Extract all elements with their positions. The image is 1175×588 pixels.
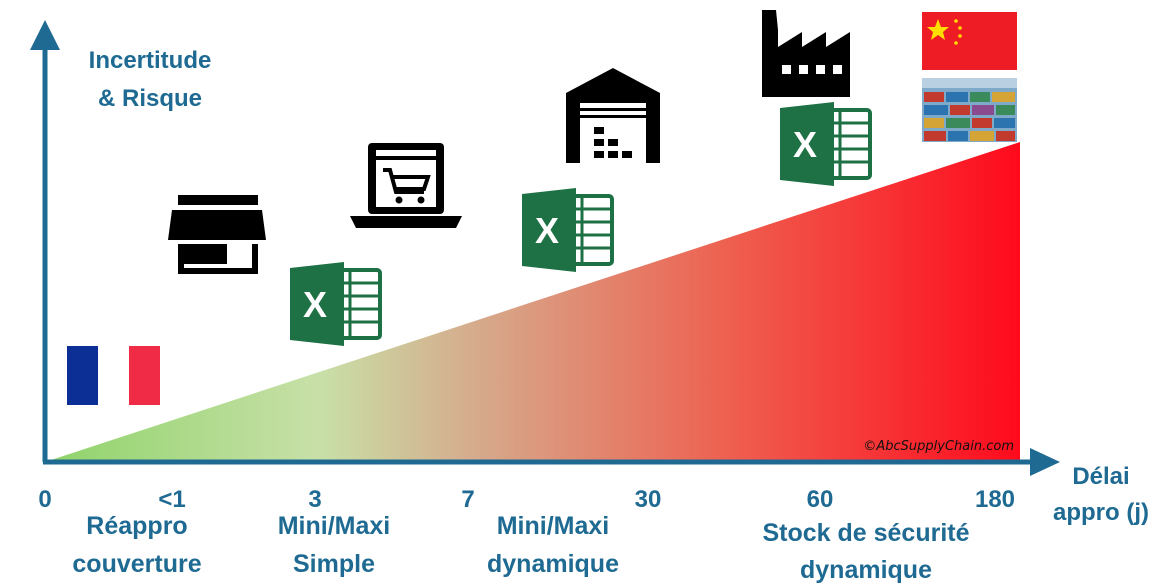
strategy-label-line1: Mini/Maxi [497,512,610,540]
y-axis-title-line2: & Risque [98,85,202,112]
tick-label: 60 [807,486,834,513]
strategy-label-line2: couverture [72,550,201,578]
containers-icon [922,78,1017,142]
tick-label: 3 [308,486,321,513]
china-flag-icon [922,12,1017,70]
strategy-label-line2: Simple [293,550,375,578]
excel-icon [288,260,382,348]
france-flag-icon [67,346,160,405]
store-icon [168,195,266,274]
y-axis-arrow [30,20,60,50]
credit-text: ©AbcSupplyChain.com [863,439,1014,454]
excel-icon [778,100,872,188]
strategy-label-line1: Réappro [86,512,187,540]
strategy-label-line2: dynamique [487,550,619,578]
warehouse-icon [566,68,660,163]
tick-label: 30 [635,486,662,513]
x-axis-title-line1: Délai [1072,463,1129,490]
factory-icon [762,10,850,97]
x-axis-arrow [1030,448,1060,476]
tick-label: 180 [975,486,1015,513]
risk-wedge [45,142,1020,462]
strategy-label-line2: dynamique [800,556,932,584]
excel-icon [520,186,614,274]
y-axis-title-line1: Incertitude [89,47,212,74]
strategy-label-line1: Stock de sécurité [762,519,969,547]
laptop-cart-icon [350,143,462,228]
tick-label: 7 [461,486,474,513]
strategy-label-line1: Mini/Maxi [278,512,391,540]
x-axis-title-line2: appro (j) [1053,499,1149,526]
tick-label: <1 [158,486,185,513]
tick-label: 0 [38,486,51,513]
